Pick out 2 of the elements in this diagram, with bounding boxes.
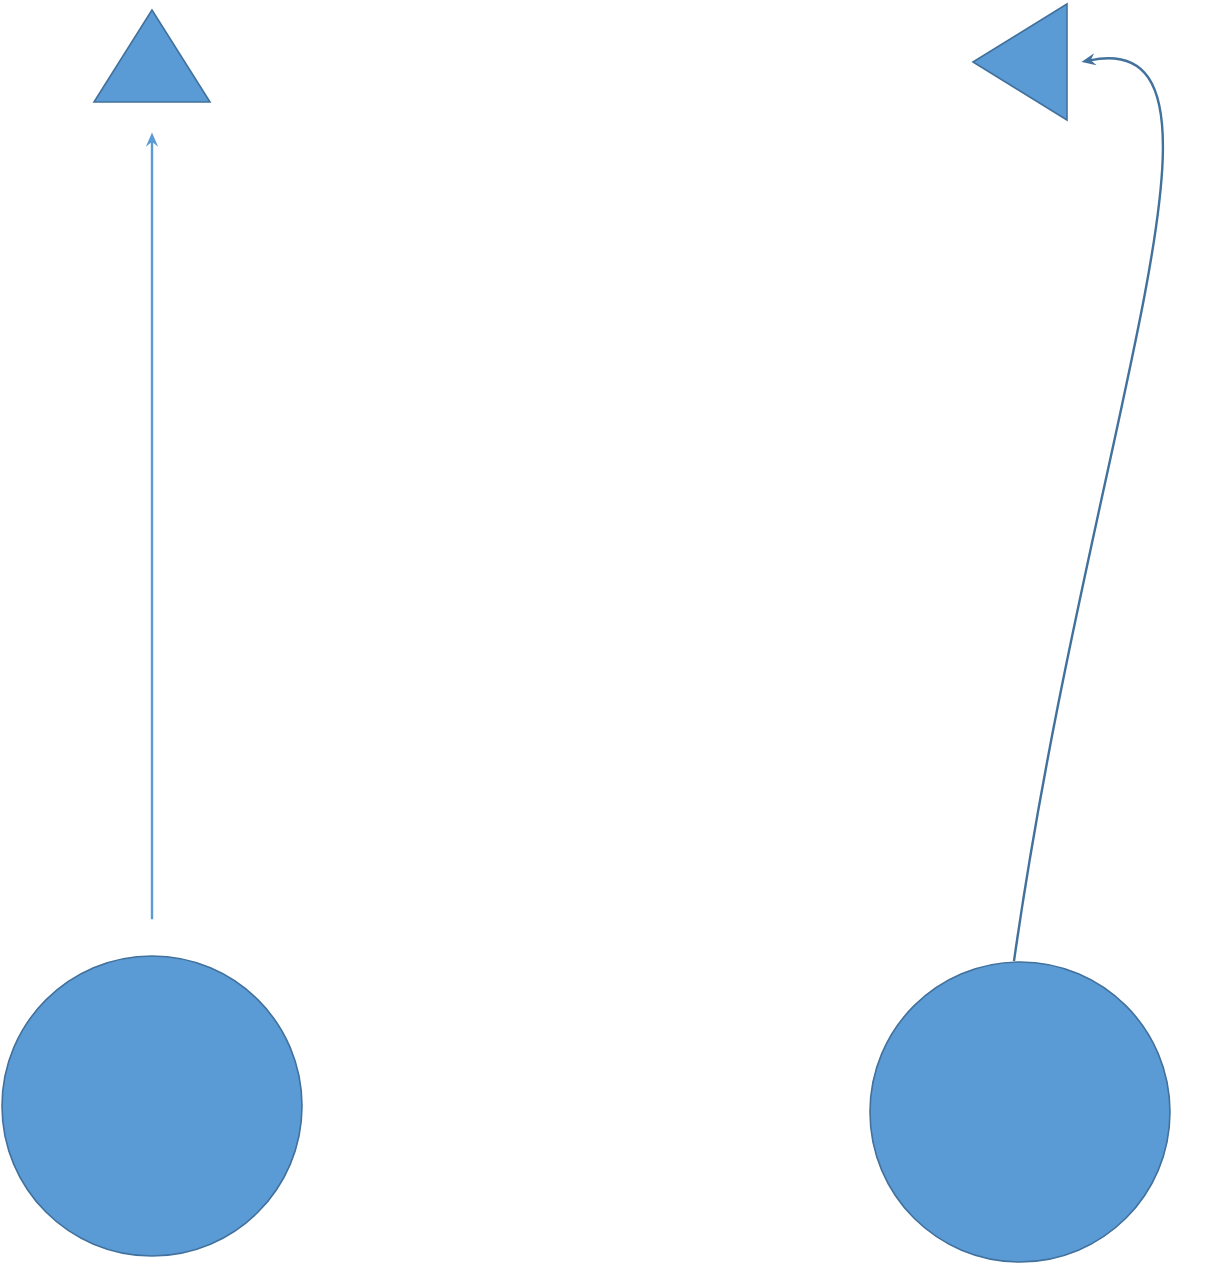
circle — [1, 955, 303, 1257]
circle — [869, 961, 1171, 1263]
